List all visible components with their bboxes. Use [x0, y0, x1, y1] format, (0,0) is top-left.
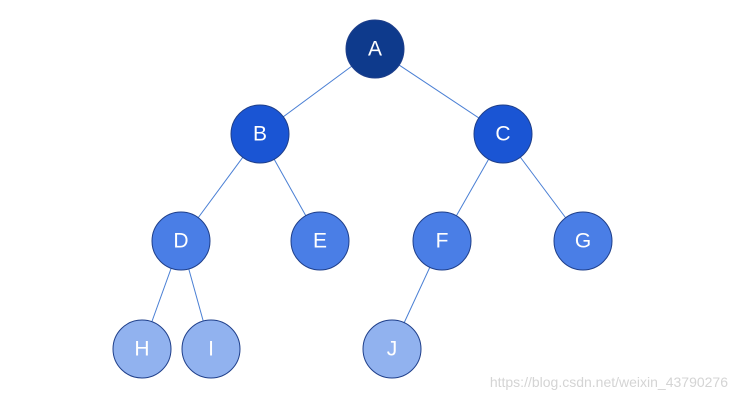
node-label-a: A — [368, 38, 382, 61]
node-circle-i — [181, 319, 241, 379]
tree-node-g: G — [553, 211, 613, 271]
node-label-d: D — [173, 230, 188, 253]
tree-node-c: C — [473, 104, 533, 164]
node-circle-f — [412, 211, 472, 271]
tree-node-d: D — [151, 211, 211, 271]
node-label-c: C — [495, 123, 510, 146]
watermark-url: https://blog.csdn.net/weixin_43790276 — [489, 374, 728, 390]
node-circle-b — [230, 104, 290, 164]
node-label-j: J — [387, 338, 398, 361]
tree-node-a: A — [345, 19, 405, 79]
node-label-e: E — [313, 230, 327, 253]
node-circle-a — [345, 19, 405, 79]
node-label-f: F — [436, 230, 449, 253]
node-circle-g — [553, 211, 613, 271]
tree-node-b: B — [230, 104, 290, 164]
tree-node-j: J — [362, 319, 422, 379]
node-circle-j — [362, 319, 422, 379]
node-label-h: H — [134, 338, 149, 361]
node-circle-c — [473, 104, 533, 164]
node-label-g: G — [575, 230, 591, 253]
tree-node-h: H — [112, 319, 172, 379]
node-label-b: B — [253, 123, 267, 146]
node-circle-h — [112, 319, 172, 379]
tree-edges — [141, 48, 584, 350]
tree-node-e: E — [290, 211, 350, 271]
node-label-i: I — [208, 338, 214, 361]
tree-nodes: A B C D E F G H I J — [112, 19, 613, 379]
tree-node-i: I — [181, 319, 241, 379]
tree-node-f: F — [412, 211, 472, 271]
node-circle-d — [151, 211, 211, 271]
node-circle-e — [290, 211, 350, 271]
